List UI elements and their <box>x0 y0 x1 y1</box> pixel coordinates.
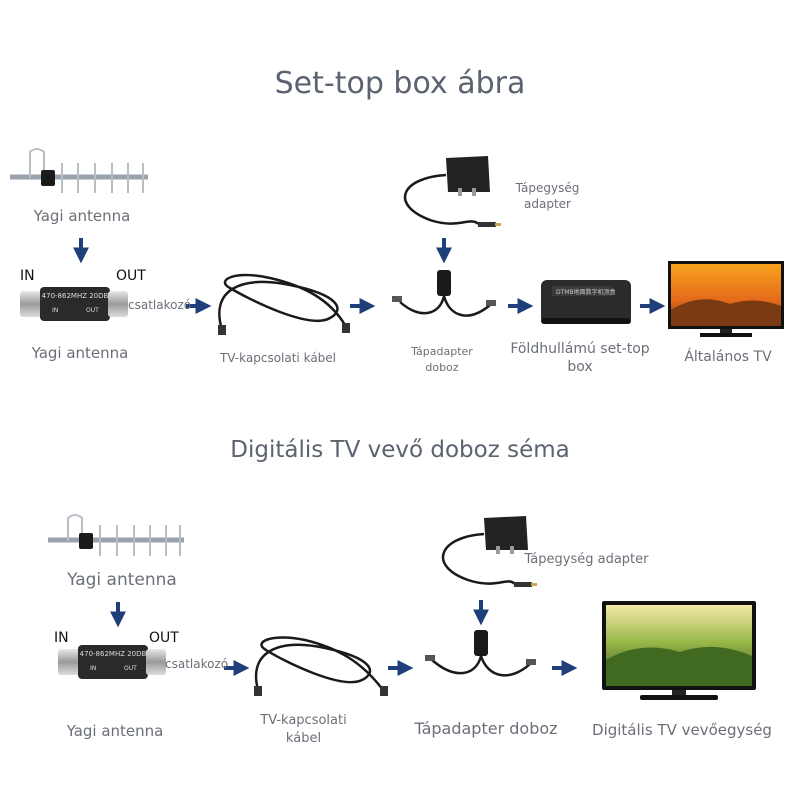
amplifier-label: Yagi antenna <box>66 722 164 740</box>
out-label: OUT <box>149 630 179 646</box>
tv-icon <box>668 261 784 337</box>
power-adapter-icon <box>403 156 501 227</box>
set-top-box-icon: DTMB地面数字机顶盒 <box>541 280 631 324</box>
antenna-label: Yagi antenna <box>33 207 131 225</box>
section1-title: Set-top box ábra <box>274 66 526 101</box>
cable-label-2: kábel <box>285 731 322 746</box>
antenna-label: Yagi antenna <box>67 570 177 590</box>
in-label: IN <box>20 268 35 284</box>
connector-label: csatlakozó <box>165 657 229 671</box>
tv-receiver-icon <box>602 601 756 700</box>
amplifier-icon: 470-862MHZ 20DB IN OUT <box>20 287 128 321</box>
set-top-box-label-2: box <box>567 359 593 375</box>
section2-title: Digitális TV vevő doboz séma <box>230 437 570 463</box>
power-box-icon <box>425 630 536 677</box>
yagi-antenna-icon <box>48 514 184 556</box>
amplifier-label: Yagi antenna <box>31 344 129 362</box>
set-top-box-label-1: Földhullámú set-top <box>510 341 650 357</box>
in-label: IN <box>54 630 69 646</box>
power-box-label-1: Tápadapter <box>411 345 473 358</box>
amp-out-text: OUT <box>124 665 137 672</box>
amplifier-icon: 470-862MHZ 20DB IN OUT <box>58 645 166 679</box>
cable-label: TV-kapcsolati kábel <box>219 351 337 365</box>
amp-in-text: IN <box>52 307 58 314</box>
power-box-label: Tápadapter doboz <box>414 719 558 738</box>
amp-in-text: IN <box>90 665 96 672</box>
power-adapter-icon <box>441 516 537 587</box>
out-label: OUT <box>116 268 146 284</box>
receiver-label: Digitális TV vevőegység <box>592 721 772 739</box>
power-adapter-label-2: adapter <box>524 197 571 211</box>
tv-label: Általános TV <box>684 349 772 365</box>
power-box-label-2: doboz <box>425 361 459 374</box>
amp-out-text: OUT <box>86 307 99 314</box>
cable-label-1: TV-kapcsolati <box>260 713 347 728</box>
amp-spec-text: 470-862MHZ 20DB <box>42 292 109 300</box>
coax-cable-icon <box>254 636 388 696</box>
power-adapter-label-1: Tápegység <box>515 181 580 195</box>
stb-screen-text: DTMB地面数字机顶盒 <box>556 288 616 296</box>
connector-label: csatlakozó <box>128 298 192 312</box>
power-box-icon <box>392 270 496 317</box>
yagi-antenna-icon <box>10 148 148 193</box>
power-adapter-label: Tápegység adapter <box>524 552 649 567</box>
amp-spec-text: 470-862MHZ 20DB <box>80 650 147 658</box>
coax-cable-icon <box>218 273 350 335</box>
